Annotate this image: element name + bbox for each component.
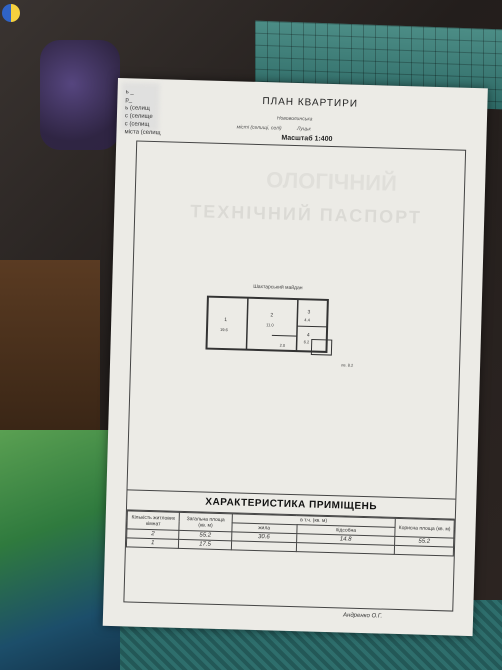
header-useful: Корисна площа (кв. м) <box>394 518 455 539</box>
street-name: Нововолинська <box>276 115 313 123</box>
header-rooms: Кількість житлових кімнат <box>126 510 180 531</box>
floor-plan: Шахтарський майдан 1 19.6 2 11.0 3 4.4 4… <box>205 283 354 368</box>
plan-side-label: лв. 8.2 <box>341 362 354 367</box>
room-area: 2.0 <box>280 343 286 348</box>
address-header: ь _ р_ ь (селищ с (селище с (селищ міста… <box>124 89 161 137</box>
rooms-characteristics: ХАРАКТЕРИСТИКА ПРИМІЩЕНЬ Кількість житло… <box>126 489 456 557</box>
purple-object <box>40 40 120 150</box>
city-field: місті (селищі, селі) Луцьк <box>236 124 311 133</box>
watermark-top: ОЛОГІЧНИЙ <box>265 167 398 196</box>
characteristics-table: Кількість житлових кімнат Загальна площа… <box>126 510 455 557</box>
signature: Андренко О.Г. <box>342 612 383 620</box>
apartment-plan-document: ь _ р_ ь (селищ с (селище с (селищ міста… <box>102 78 488 637</box>
scale-label: Масштаб 1:400 <box>281 134 333 144</box>
ukraine-flag-icon <box>2 4 20 22</box>
room-label: 1 <box>224 317 227 323</box>
watermark-main: ТЕХНІЧНИЙ ПАСПОРТ <box>190 201 423 228</box>
document-title: ПЛАН КВАРТИРИ <box>262 96 359 110</box>
room-area: 11.0 <box>266 322 274 327</box>
plan-top-label: Шахтарський майдан <box>253 283 303 291</box>
plan-frame: ОЛОГІЧНИЙ ТЕХНІЧНИЙ ПАСПОРТ Шахтарський … <box>123 140 467 612</box>
room-label: 4 <box>307 332 310 338</box>
header-total: Загальна площа (кв. м) <box>179 512 232 532</box>
wooden-surface <box>0 260 100 430</box>
room-label: 3 <box>307 309 310 315</box>
room-label: 2 <box>270 312 273 318</box>
room-area: 6.2 <box>304 339 310 344</box>
room-area: 4.4 <box>304 317 310 322</box>
room-area: 19.6 <box>220 327 229 332</box>
